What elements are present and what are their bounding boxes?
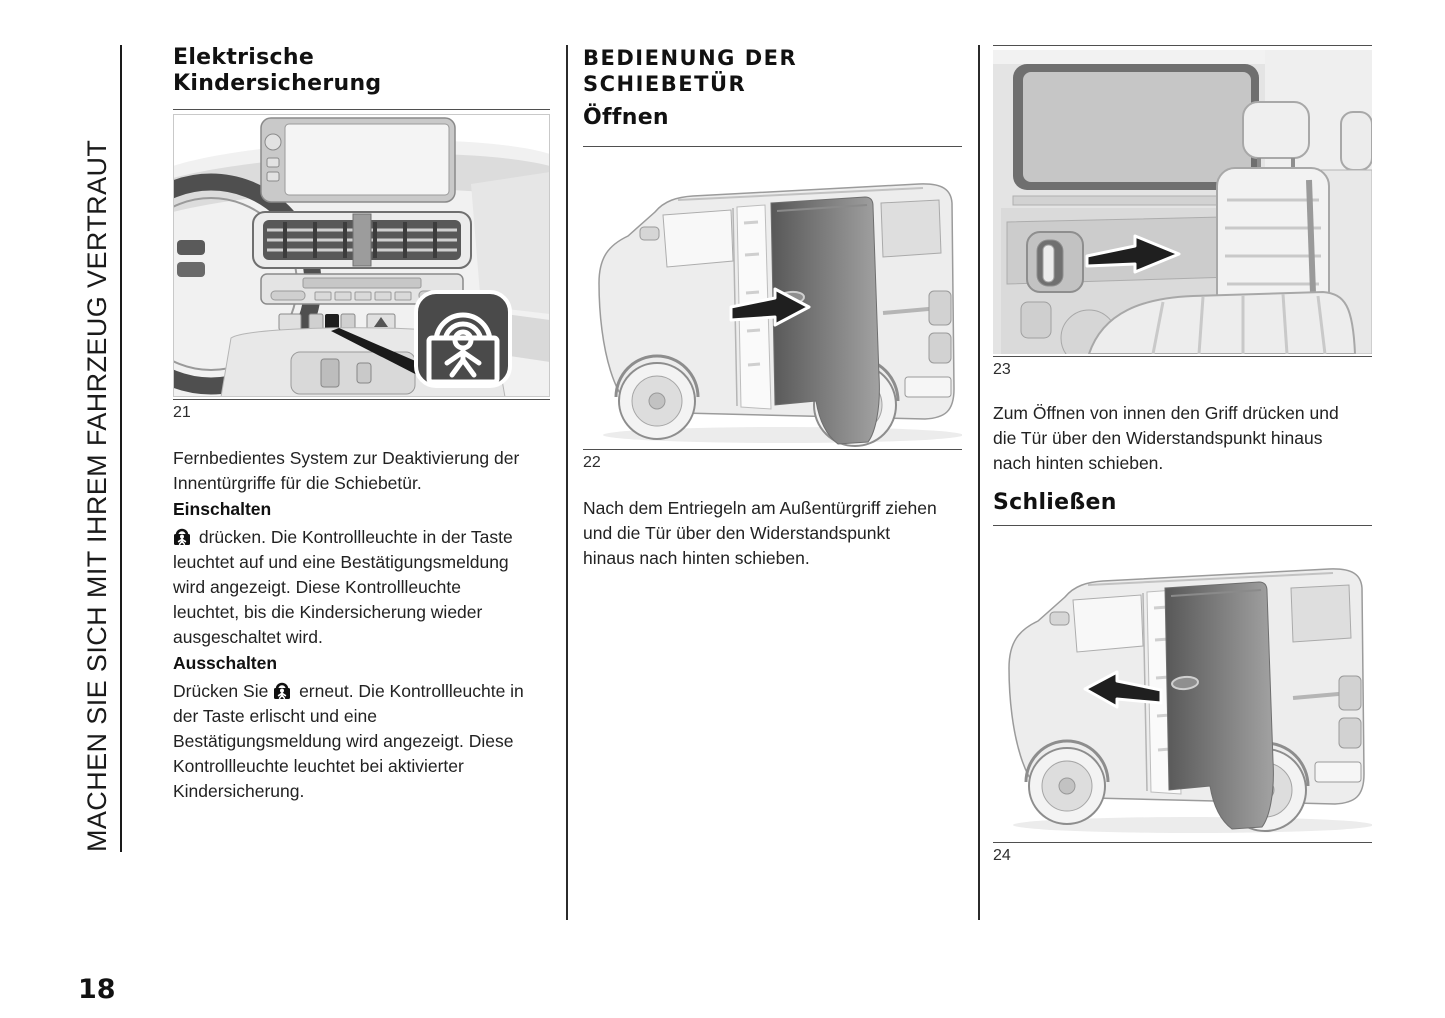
rear-seats <box>1087 101 1372 354</box>
slide-direction-arrow-left-icon <box>1083 670 1163 709</box>
figure-21-number: 21 <box>173 404 191 421</box>
figure-23: 23 <box>993 45 1372 379</box>
figure-24-illustration <box>993 525 1372 843</box>
door-handle <box>1171 675 1199 691</box>
figure-21-illustration <box>173 109 550 400</box>
column-divider <box>566 45 568 920</box>
dashboard-illustration <box>173 114 550 397</box>
figure-21: 21 <box>173 109 550 422</box>
figure-23-illustration <box>993 45 1372 357</box>
air-vent <box>252 211 472 269</box>
slide-direction-arrow-right-icon <box>1085 234 1181 274</box>
door-window-glass <box>1023 72 1251 182</box>
button-row <box>278 313 396 331</box>
van-exterior-open-illustration <box>583 151 962 447</box>
figure-24: 24 <box>993 525 1372 865</box>
column-child-lock: Elektrische Kindersicherung <box>173 45 550 804</box>
subheading-oeffnen: Öffnen <box>583 105 669 130</box>
chapter-title-rule <box>120 45 122 852</box>
callout-line <box>331 328 427 377</box>
van-exterior-close-illustration <box>993 530 1372 840</box>
sliding-door-panel <box>1164 581 1274 830</box>
section-heading-child-lock: Elektrische Kindersicherung <box>173 45 382 96</box>
figure-24-number: 24 <box>993 847 1011 864</box>
ausschalten-paragraph: Drücken Sie erneut. Die Kontrollleuchte … <box>173 680 524 801</box>
inner-door-handle <box>1026 231 1084 293</box>
touchscreen <box>260 117 456 203</box>
section-heading-sliding-door: BEDIENUNG DER SCHIEBETÜR <box>583 46 798 96</box>
van-interior-illustration <box>993 50 1372 354</box>
child-lock-intro: Fernbedientes System zur Deaktivierung d… <box>173 448 520 493</box>
column-sliding-door-open: BEDIENUNG DER SCHIEBETÜR Öffnen <box>583 45 962 571</box>
figure-22: 22 <box>583 146 962 472</box>
child-lock-badge-icon <box>414 290 512 388</box>
open-outside-paragraph: Nach dem Entriegeln am Außentürgriff zie… <box>583 498 937 568</box>
figure-23-number: 23 <box>993 361 1011 378</box>
slide-direction-arrow-right-icon <box>729 287 811 327</box>
figure-22-illustration <box>583 146 962 450</box>
chapter-title-vertical: MACHEN SIE SICH MIT IHREM FAHRZEUG VERTR… <box>82 139 112 852</box>
page-number: 18 <box>78 974 116 1005</box>
einschalten-paragraph: drücken. Die Kontrollleuchte in der Tast… <box>173 526 513 647</box>
column-divider <box>978 45 980 920</box>
figure-22-number: 22 <box>583 454 601 471</box>
column-sliding-door-inside: 23 Zum Öffnen von innen den Griff drücke… <box>993 45 1372 865</box>
open-inside-paragraph: Zum Öffnen von innen den Griff drücken u… <box>993 403 1339 473</box>
child-lock-icon <box>173 526 191 546</box>
child-lock-button <box>325 314 339 330</box>
subheading-ausschalten: Ausschalten <box>173 653 278 673</box>
subheading-schliessen: Schließen <box>993 490 1117 515</box>
subheading-einschalten: Einschalten <box>173 499 272 519</box>
child-lock-icon <box>273 680 291 700</box>
